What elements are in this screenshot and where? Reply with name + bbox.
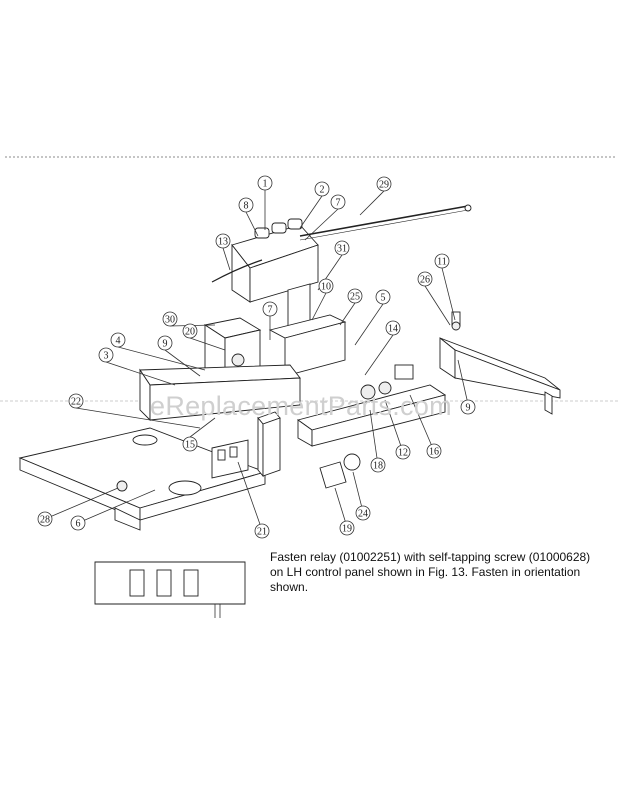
callout-6: 6: [76, 519, 81, 530]
callout-7: 7: [336, 198, 341, 209]
callout-1: 1: [263, 179, 268, 190]
callout-9: 9: [163, 339, 168, 350]
callout-30: 30: [165, 315, 175, 326]
callout-13: 13: [218, 237, 228, 248]
battery-assembly: [231, 218, 319, 303]
callout-19: 19: [342, 524, 352, 535]
callout-7b: 7: [268, 305, 273, 316]
callout-3: 3: [104, 351, 109, 362]
callout-16: 16: [429, 447, 439, 458]
upright: [211, 411, 281, 479]
callout-markers: [37, 175, 476, 539]
frame-rail-left: [139, 364, 301, 422]
callout-12: 12: [398, 448, 408, 459]
callout-31: 31: [337, 244, 347, 255]
callout-14: 14: [388, 324, 398, 335]
bracket-right: [439, 311, 561, 415]
callout-21: 21: [257, 527, 267, 538]
callout-22: 22: [71, 397, 81, 408]
note-line-2: on LH control panel shown in Fig. 13. Fa…: [270, 565, 581, 579]
callout-26: 26: [420, 275, 430, 286]
callout-2: 2: [320, 185, 325, 196]
wire-13: [211, 259, 263, 283]
relay-inset: [94, 561, 246, 618]
callout-20: 20: [185, 327, 195, 338]
callout-15: 15: [185, 440, 195, 451]
callout-28: 28: [40, 515, 50, 526]
base-plate: [18, 427, 267, 531]
rod-29: [299, 204, 472, 241]
callout-11: 11: [437, 257, 447, 268]
callout-5: 5: [381, 293, 386, 304]
assembly-note: Fasten relay (01002251) with self-tappin…: [270, 550, 610, 595]
callout-10: 10: [321, 282, 331, 293]
callout-24: 24: [358, 509, 368, 520]
callout-labels: 1 2 29 8 7 13 31 10 25 5 11 26 7 30 20 4…: [40, 179, 471, 538]
note-line-3: shown.: [270, 580, 309, 594]
callout-9b: 9: [466, 403, 471, 414]
callout-18: 18: [373, 461, 383, 472]
bracket-post: [268, 283, 347, 377]
callout-25: 25: [350, 292, 360, 303]
callout-29: 29: [379, 180, 389, 191]
watermark: eReplacementParts.com: [150, 391, 452, 421]
callout-4: 4: [116, 336, 121, 347]
frame-rail-right: [296, 364, 447, 447]
note-line-1: Fasten relay (01002251) with self-tappin…: [270, 550, 591, 564]
callout-8: 8: [244, 201, 249, 212]
small-parts: [116, 453, 361, 492]
leader-lines: [44, 190, 469, 531]
